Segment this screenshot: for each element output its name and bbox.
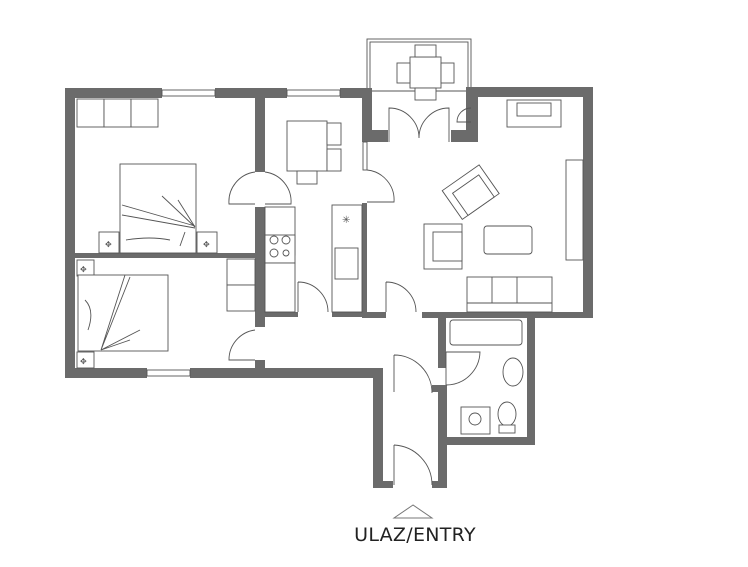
walls xyxy=(65,87,593,488)
windows xyxy=(146,89,368,377)
svg-text:✥: ✥ xyxy=(203,240,210,249)
entry-arrow-icon xyxy=(392,504,434,519)
balcony xyxy=(366,38,472,101)
kitchen: ✳ xyxy=(264,120,363,313)
bedroom-large: ✥ ✥ xyxy=(76,98,218,254)
svg-text:✥: ✥ xyxy=(105,240,112,249)
bedroom-small: ✥ ✥ xyxy=(76,258,256,369)
entry-label: ULAZ/ENTRY xyxy=(354,524,476,546)
svg-text:✳: ✳ xyxy=(342,215,350,226)
bathroom xyxy=(449,319,524,435)
svg-text:✥: ✥ xyxy=(80,265,87,274)
doors xyxy=(228,107,481,486)
living-room xyxy=(423,99,584,313)
svg-text:✥: ✥ xyxy=(80,357,87,366)
